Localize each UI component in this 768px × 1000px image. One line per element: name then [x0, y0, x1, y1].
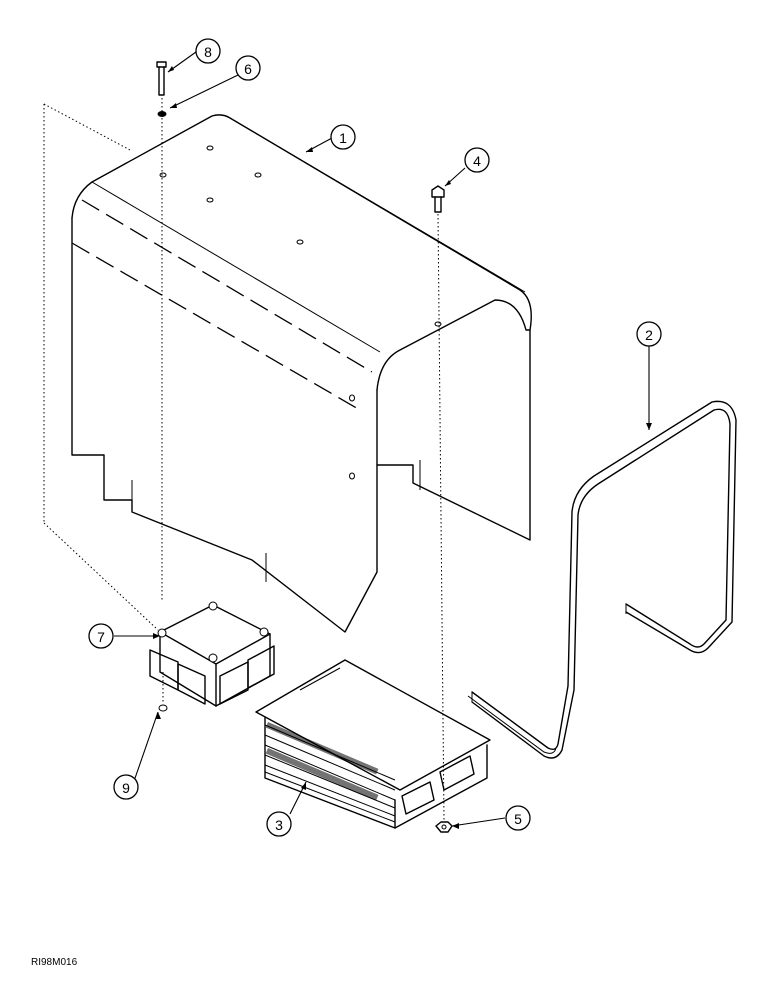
callout-6: 6: [235, 55, 261, 81]
callout-label-7: 7: [97, 629, 105, 645]
bolt-8: [156, 61, 167, 96]
callout-5: 5: [505, 805, 531, 831]
callout-4: 4: [464, 147, 490, 173]
gasket-seal: [467, 400, 737, 759]
callout-1: 1: [330, 124, 356, 150]
drawing-id: RI98M016: [31, 957, 78, 968]
callout-label-4: 4: [473, 153, 481, 169]
callout-2: 2: [636, 321, 662, 347]
callout-label-8: 8: [204, 44, 212, 60]
callout-9: 9: [113, 774, 139, 800]
callout-label-3: 3: [275, 817, 283, 833]
callout-7: 7: [88, 623, 114, 649]
control-module: [255, 659, 491, 829]
leader-lines: [114, 51, 650, 827]
leader-arrowheads: [153, 66, 652, 829]
junction-box: [149, 601, 275, 707]
callout-3: 3: [266, 811, 292, 837]
callout-8: 8: [195, 38, 221, 64]
nut-9: [158, 704, 168, 712]
nut-5: [435, 821, 453, 833]
alignment-lines: [43, 98, 445, 821]
callout-label-1: 1: [339, 130, 347, 146]
callout-label-2: 2: [645, 327, 653, 343]
bolt-4: [431, 185, 445, 213]
callout-label-5: 5: [514, 811, 522, 827]
callout-label-9: 9: [122, 780, 130, 796]
cover-shield: [71, 114, 532, 633]
callout-label-6: 6: [244, 61, 252, 77]
